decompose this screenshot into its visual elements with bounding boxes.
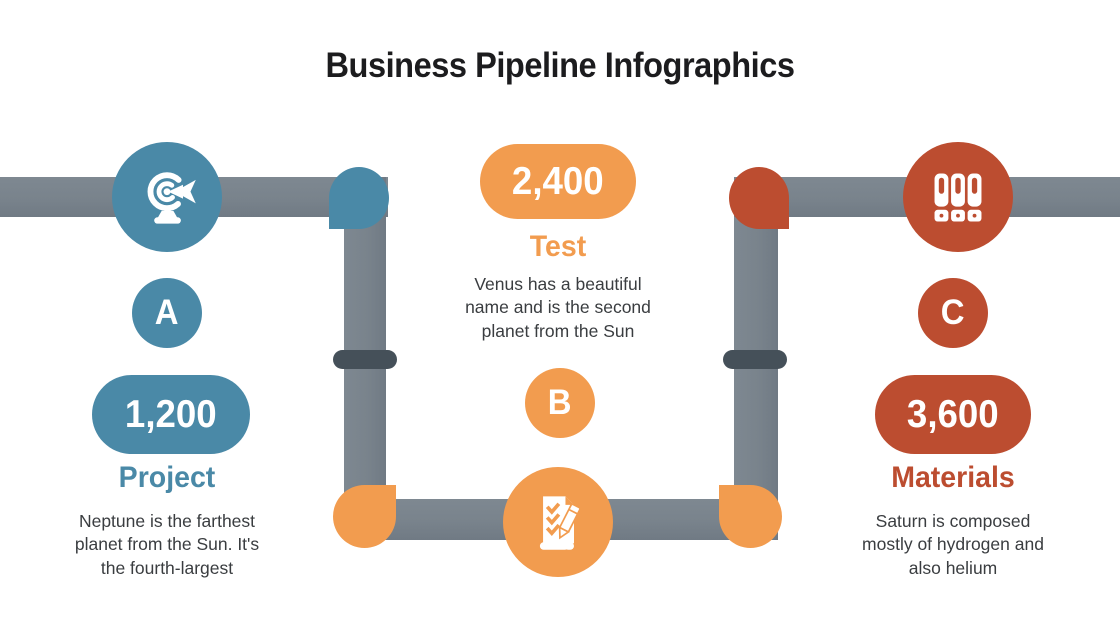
value-pill: 2,400 bbox=[480, 144, 636, 219]
pipe-joint-right bbox=[723, 350, 787, 369]
pipe-elbow-orange-left bbox=[333, 485, 396, 548]
section-description: Venus has a beautiful name and is the se… bbox=[465, 274, 651, 341]
materials-icon-circle bbox=[903, 142, 1013, 252]
target-icon bbox=[147, 172, 196, 224]
pipe-elbow-blue bbox=[329, 167, 389, 229]
value-pill: 3,600 bbox=[875, 375, 1031, 454]
section-description: Neptune is the farthest planet from the … bbox=[74, 511, 260, 578]
step-letter-badge: B bbox=[525, 368, 595, 438]
step-letter: A bbox=[155, 293, 179, 332]
project-icon-circle bbox=[112, 142, 222, 252]
pipe-joint-left bbox=[333, 350, 397, 369]
value-text: 2,400 bbox=[512, 159, 604, 203]
section-label: Test bbox=[529, 230, 587, 263]
section-label: Project bbox=[118, 461, 216, 494]
section-label: Materials bbox=[891, 461, 1015, 494]
step-letter-badge: A bbox=[132, 278, 202, 348]
binders-icon bbox=[934, 173, 982, 222]
step-letter: B bbox=[548, 383, 572, 422]
pipe-elbow-red bbox=[729, 167, 789, 229]
step-letter: C bbox=[941, 293, 965, 332]
step-letter-badge: C bbox=[918, 278, 988, 348]
section-description: Saturn is composed mostly of hydrogen an… bbox=[862, 511, 1044, 578]
value-text: 3,600 bbox=[907, 392, 999, 436]
page-title: Business Pipeline Infographics bbox=[325, 46, 795, 85]
value-text: 1,200 bbox=[125, 392, 217, 436]
value-pill: 1,200 bbox=[92, 375, 250, 454]
pipe-elbow-orange-right bbox=[719, 485, 782, 548]
checklist-pencil-icon bbox=[539, 496, 581, 550]
test-icon-circle bbox=[503, 467, 613, 577]
